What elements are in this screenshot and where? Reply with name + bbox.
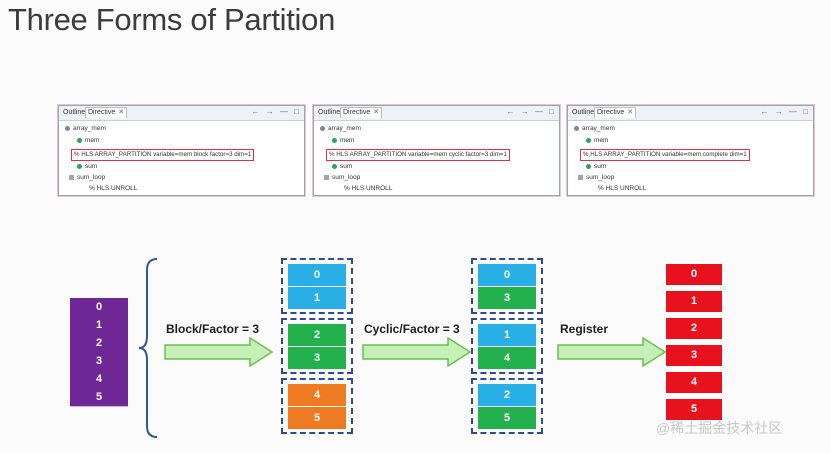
variable-icon (77, 163, 82, 169)
tree-item-mem[interactable]: mem (332, 136, 354, 145)
directive-panel-complete: Outline Directive✕ ← → — □ array_mem mem… (567, 105, 814, 196)
array-element: 5 (70, 388, 128, 407)
directive-panel-cyclic: Outline Directive✕ ← → — □ array_mem mem… (313, 105, 560, 196)
tree-item-sum-loop[interactable]: sum_loop (324, 173, 360, 182)
tree-item-unroll[interactable]: % HLS UNROLL (89, 185, 138, 192)
pragma-array-partition[interactable]: % HLS ARRAY_PARTITION variable=mem block… (71, 149, 255, 161)
function-icon (65, 125, 70, 131)
curly-brace-icon (138, 258, 158, 438)
pragma-array-partition[interactable]: % HLS ARRAY_PARTITION variable=mem cycli… (326, 149, 510, 161)
array-element: 1 (70, 316, 128, 335)
tree-item-sum[interactable]: sum (332, 162, 352, 171)
panel-toolbar-icons[interactable]: ← → — □ (506, 107, 556, 116)
array-element: 2 (70, 334, 128, 353)
block-factor-label: Block/Factor = 3 (166, 322, 260, 336)
tab-outline[interactable]: Outline (572, 109, 595, 116)
block-bank-2: 4 5 (281, 378, 353, 434)
cyclic-cell: 1 (478, 324, 536, 346)
tree-item-sum-loop[interactable]: sum_loop (578, 173, 614, 182)
array-element: 0 (70, 298, 128, 317)
panel-toolbar-icons[interactable]: ← → — □ (760, 107, 810, 116)
cyclic-arrow-icon (362, 337, 472, 367)
cyclic-bank-1: 1 4 (471, 318, 543, 374)
cyclic-cell: 0 (478, 264, 536, 286)
variable-icon (586, 137, 591, 143)
array-element: 3 (70, 352, 128, 371)
tree-item-array-mem[interactable]: array_mem (65, 124, 106, 133)
variable-icon (77, 137, 82, 143)
tree-item-sum[interactable]: sum (586, 162, 606, 171)
tree-item-array-mem[interactable]: array_mem (320, 124, 361, 133)
block-cell: 2 (288, 324, 346, 346)
block-cell: 3 (288, 347, 346, 369)
tree-item-sum-loop[interactable]: sum_loop (69, 173, 105, 182)
register-cell: 0 (666, 264, 722, 285)
block-bank-0: 0 1 (281, 258, 353, 314)
variable-icon (332, 163, 337, 169)
tab-outline[interactable]: Outline (63, 109, 86, 116)
block-cell: 0 (288, 264, 346, 286)
variable-icon (332, 137, 337, 143)
block-cell: 4 (288, 384, 346, 406)
tree-item-sum[interactable]: sum (77, 162, 97, 171)
array-element: 4 (70, 370, 128, 389)
cyclic-cell: 2 (478, 384, 536, 406)
close-icon[interactable]: ✕ (118, 109, 125, 116)
close-icon[interactable]: ✕ (627, 109, 634, 116)
register-cell: 2 (666, 318, 722, 339)
panel-header: Outline Directive✕ ← → — □ (59, 106, 304, 121)
register-cell: 1 (666, 291, 722, 312)
register-arrow-icon (557, 337, 667, 367)
panel-header: Outline Directive✕ ← → — □ (314, 106, 559, 121)
tree-item-array-mem[interactable]: array_mem (574, 124, 615, 133)
pragma-array-partition[interactable]: % HLS ARRAY_PARTITION variable=mem compl… (580, 149, 750, 161)
tree-item-mem[interactable]: mem (77, 136, 99, 145)
register-label: Register (560, 322, 609, 336)
block-cell: 5 (288, 407, 346, 429)
panel-toolbar-icons[interactable]: ← → — □ (251, 107, 301, 116)
register-cell: 3 (666, 345, 722, 366)
tab-outline[interactable]: Outline (318, 109, 341, 116)
block-bank-1: 2 3 (281, 318, 353, 374)
block-arrow-icon (164, 337, 274, 367)
register-cell: 4 (666, 372, 722, 393)
tab-directive[interactable]: Directive✕ (594, 107, 637, 118)
tab-directive[interactable]: Directive✕ (340, 107, 383, 118)
directive-panel-block: Outline Directive✕ ← → — □ array_mem mem… (58, 105, 305, 196)
cyclic-bank-0: 0 3 (471, 258, 543, 314)
cyclic-factor-label: Cyclic/Factor = 3 (364, 322, 460, 336)
cyclic-bank-2: 2 5 (471, 378, 543, 434)
watermark: @稀土掘金技术社区 (656, 420, 783, 436)
loop-icon (324, 174, 329, 180)
tree-item-unroll[interactable]: % HLS UNROLL (344, 185, 393, 192)
slide-title: Three Forms of Partition (8, 2, 336, 37)
cyclic-cell: 3 (478, 287, 536, 309)
tree-item-mem[interactable]: mem (586, 136, 608, 145)
variable-icon (586, 163, 591, 169)
register-cell: 5 (666, 399, 722, 420)
function-icon (574, 125, 579, 131)
panel-header: Outline Directive✕ ← → — □ (568, 106, 813, 121)
tab-directive[interactable]: Directive✕ (85, 107, 128, 118)
block-cell: 1 (288, 287, 346, 309)
loop-icon (69, 174, 74, 180)
close-icon[interactable]: ✕ (373, 109, 380, 116)
tree-item-unroll[interactable]: % HLS UNROLL (598, 185, 647, 192)
cyclic-cell: 4 (478, 347, 536, 369)
function-icon (320, 125, 325, 131)
loop-icon (578, 174, 583, 180)
cyclic-cell: 5 (478, 407, 536, 429)
